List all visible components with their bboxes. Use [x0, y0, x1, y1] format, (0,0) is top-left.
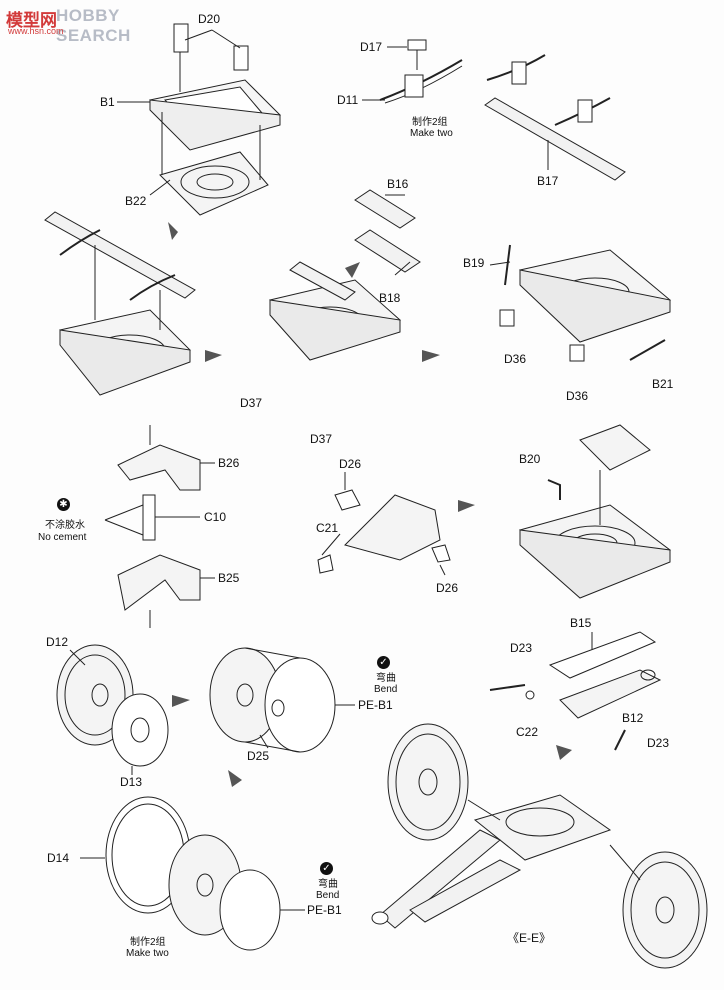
- no-cement-en: No cement: [38, 532, 87, 543]
- view-label: 《E-E》: [507, 931, 552, 945]
- step-chassis-axle: [44, 211, 196, 396]
- label-d25: D25: [247, 749, 270, 763]
- watermark: 模型网 HOBBY SEARCH www.hsn.com: [4, 4, 164, 45]
- label-d36-a: D36: [504, 352, 527, 366]
- label-d23-a: D23: [510, 641, 533, 655]
- step-trail-b15-b12: [489, 631, 662, 751]
- label-b17: B17: [537, 174, 559, 188]
- label-d23-b: D23: [647, 736, 670, 750]
- step-final-assembly: [371, 723, 708, 969]
- watermark-logo: 模型网: [6, 11, 57, 30]
- make-two-cn-2: 制作2组: [130, 937, 166, 948]
- label-b15: B15: [570, 616, 592, 630]
- label-d37-b: D37: [310, 432, 333, 446]
- step-b19-d36-b21: [489, 244, 672, 362]
- make-two-cn-1: 制作2组: [412, 117, 448, 128]
- step-wheel-d12-d13: [56, 644, 169, 775]
- bend-cn-2: 弯曲: [318, 879, 338, 890]
- step-b1-assembly: [117, 23, 281, 216]
- label-pe-b1-a: PE-B1: [358, 698, 393, 712]
- step-arrows: [168, 222, 572, 787]
- bend-icon: ✓: [320, 862, 333, 875]
- label-b18: B18: [379, 291, 401, 305]
- bend-cn-1: 弯曲: [376, 673, 396, 684]
- step-spring-assembly: [362, 39, 463, 104]
- label-c10: C10: [204, 510, 227, 524]
- make-two-en-1: Make two: [410, 128, 453, 139]
- label-d37-a: D37: [240, 396, 263, 410]
- step-b17-axle: [484, 54, 626, 181]
- label-d14: D14: [47, 851, 70, 865]
- label-c22: C22: [516, 725, 539, 739]
- label-b20: B20: [519, 452, 541, 466]
- label-b21: B21: [652, 377, 674, 391]
- step-pe-b1-wheel: [209, 647, 355, 753]
- no-cement-icon: ✱: [57, 498, 70, 511]
- label-b1: B1: [100, 95, 115, 109]
- label-d17: D17: [360, 40, 383, 54]
- label-b22: B22: [125, 194, 147, 208]
- label-d26-b: D26: [436, 581, 459, 595]
- make-two-en-2: Make two: [126, 948, 169, 959]
- label-c21: C21: [316, 521, 339, 535]
- no-cement-cn: 不涂胶水: [45, 520, 85, 531]
- label-b19: B19: [463, 256, 485, 270]
- watermark-url: www.hsn.com: [8, 26, 64, 36]
- step-wheel-d14: [80, 796, 305, 951]
- label-d20: D20: [198, 12, 221, 26]
- label-b25: B25: [218, 571, 240, 585]
- label-d26-a: D26: [339, 457, 362, 471]
- label-d12: D12: [46, 635, 69, 649]
- watermark-brand: HOBBY SEARCH: [56, 6, 131, 45]
- step-d26-c21: [317, 472, 451, 576]
- label-d11: D11: [337, 93, 359, 107]
- bend-en-2: Bend: [316, 890, 340, 901]
- bend-en-1: Bend: [374, 684, 398, 695]
- label-d36-b: D36: [566, 389, 589, 403]
- step-b20-assembly: [518, 424, 672, 599]
- label-pe-b1-b: PE-B1: [307, 903, 342, 917]
- label-d13: D13: [120, 775, 143, 789]
- bend-icon: ✓: [377, 656, 390, 669]
- label-b16: B16: [387, 177, 409, 191]
- label-b26: B26: [218, 456, 240, 470]
- label-b12: B12: [622, 711, 644, 725]
- step-b26-c10-b25: [104, 425, 215, 628]
- step-b16-b18: [269, 189, 421, 361]
